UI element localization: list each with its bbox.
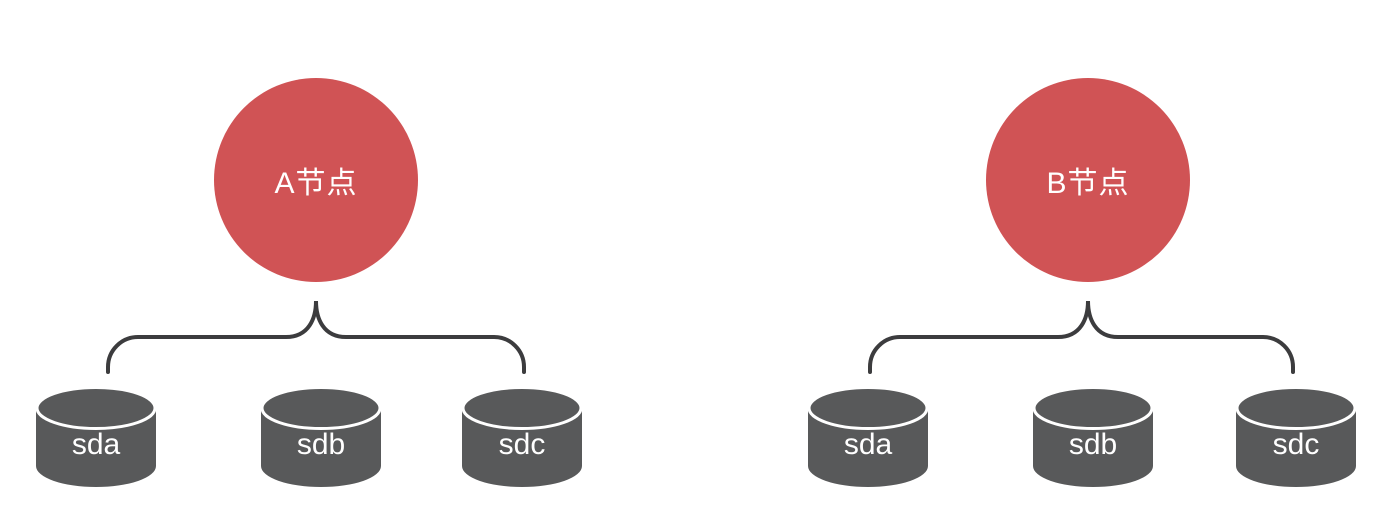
disk-a-sda: sda	[35, 386, 157, 488]
disk-b-sda: sda	[807, 386, 929, 488]
disk-cylinder-icon	[260, 386, 382, 487]
disk-b-sdb: sdb	[1032, 386, 1154, 488]
disk-label: sda	[843, 428, 893, 461]
disk-label: sdb	[1068, 428, 1118, 461]
disk-b-sdc: sdc	[1235, 386, 1357, 488]
disk-cylinder-icon	[35, 386, 157, 487]
disk-label: sda	[71, 428, 121, 461]
disk-cylinder-icon	[1235, 386, 1357, 487]
disk-label: sdc	[1272, 428, 1320, 461]
disk-cylinder-icon	[1032, 386, 1154, 487]
disk-cylinder-icon	[807, 386, 929, 487]
node-b-circle: B节点	[986, 78, 1190, 282]
disk-a-sdb: sdb	[260, 386, 382, 488]
disk-label: sdc	[498, 428, 546, 461]
disk-cylinder-icon	[461, 386, 583, 487]
node-a-label: A节点	[274, 167, 358, 200]
brace-a-icon	[106, 300, 526, 374]
node-a-circle: A节点	[214, 78, 418, 282]
brace-b-icon	[868, 300, 1295, 374]
disk-label: sdb	[296, 428, 346, 461]
node-b-label: B节点	[1046, 167, 1130, 200]
disk-a-sdc: sdc	[461, 386, 583, 488]
